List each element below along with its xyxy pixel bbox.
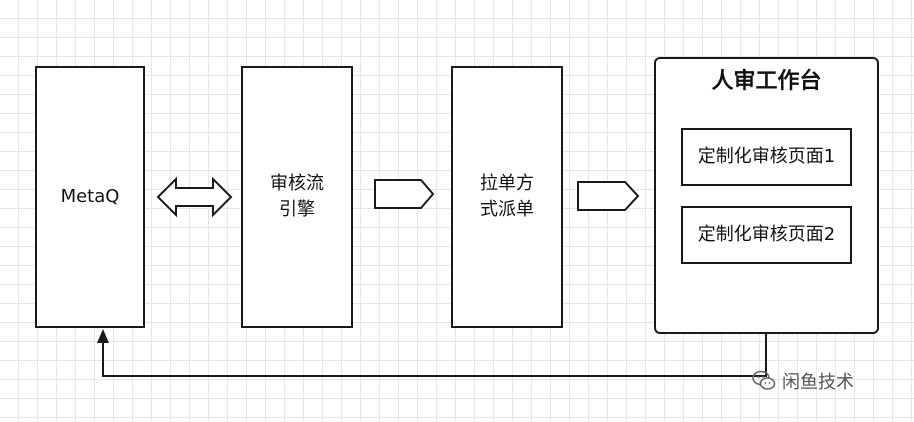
bidirectional-arrow bbox=[156, 176, 233, 218]
flow-arrow-engine-to-dispatch bbox=[374, 179, 435, 209]
pull-dispatch-node: 拉单方 式派单 bbox=[451, 66, 563, 328]
review-flow-engine-label: 审核流 引擎 bbox=[270, 173, 324, 220]
pull-dispatch-label: 拉单方 式派单 bbox=[480, 173, 534, 220]
wechat-icon bbox=[752, 370, 776, 392]
watermark: 闲鱼技术 bbox=[752, 366, 854, 396]
metaq-label: MetaQ bbox=[60, 186, 120, 207]
workbench-title: 人审工作台 bbox=[711, 69, 822, 94]
custom-review-page-2: 定制化审核页面2 bbox=[681, 206, 852, 264]
watermark-text: 闲鱼技术 bbox=[782, 372, 854, 393]
feedback-line bbox=[102, 334, 767, 377]
manual-review-workbench-node: 人审工作台 定制化审核页面1 定制化审核页面2 bbox=[654, 57, 879, 334]
feedback-arrowhead bbox=[97, 329, 109, 343]
custom-review-page-1-label: 定制化审核页面1 bbox=[697, 146, 836, 167]
review-flow-engine-node: 审核流 引擎 bbox=[241, 66, 353, 328]
metaq-node: MetaQ bbox=[35, 66, 145, 328]
custom-review-page-1: 定制化审核页面1 bbox=[681, 128, 852, 186]
custom-review-page-2-label: 定制化审核页面2 bbox=[697, 224, 836, 245]
flow-arrow-dispatch-to-workbench bbox=[577, 181, 640, 211]
